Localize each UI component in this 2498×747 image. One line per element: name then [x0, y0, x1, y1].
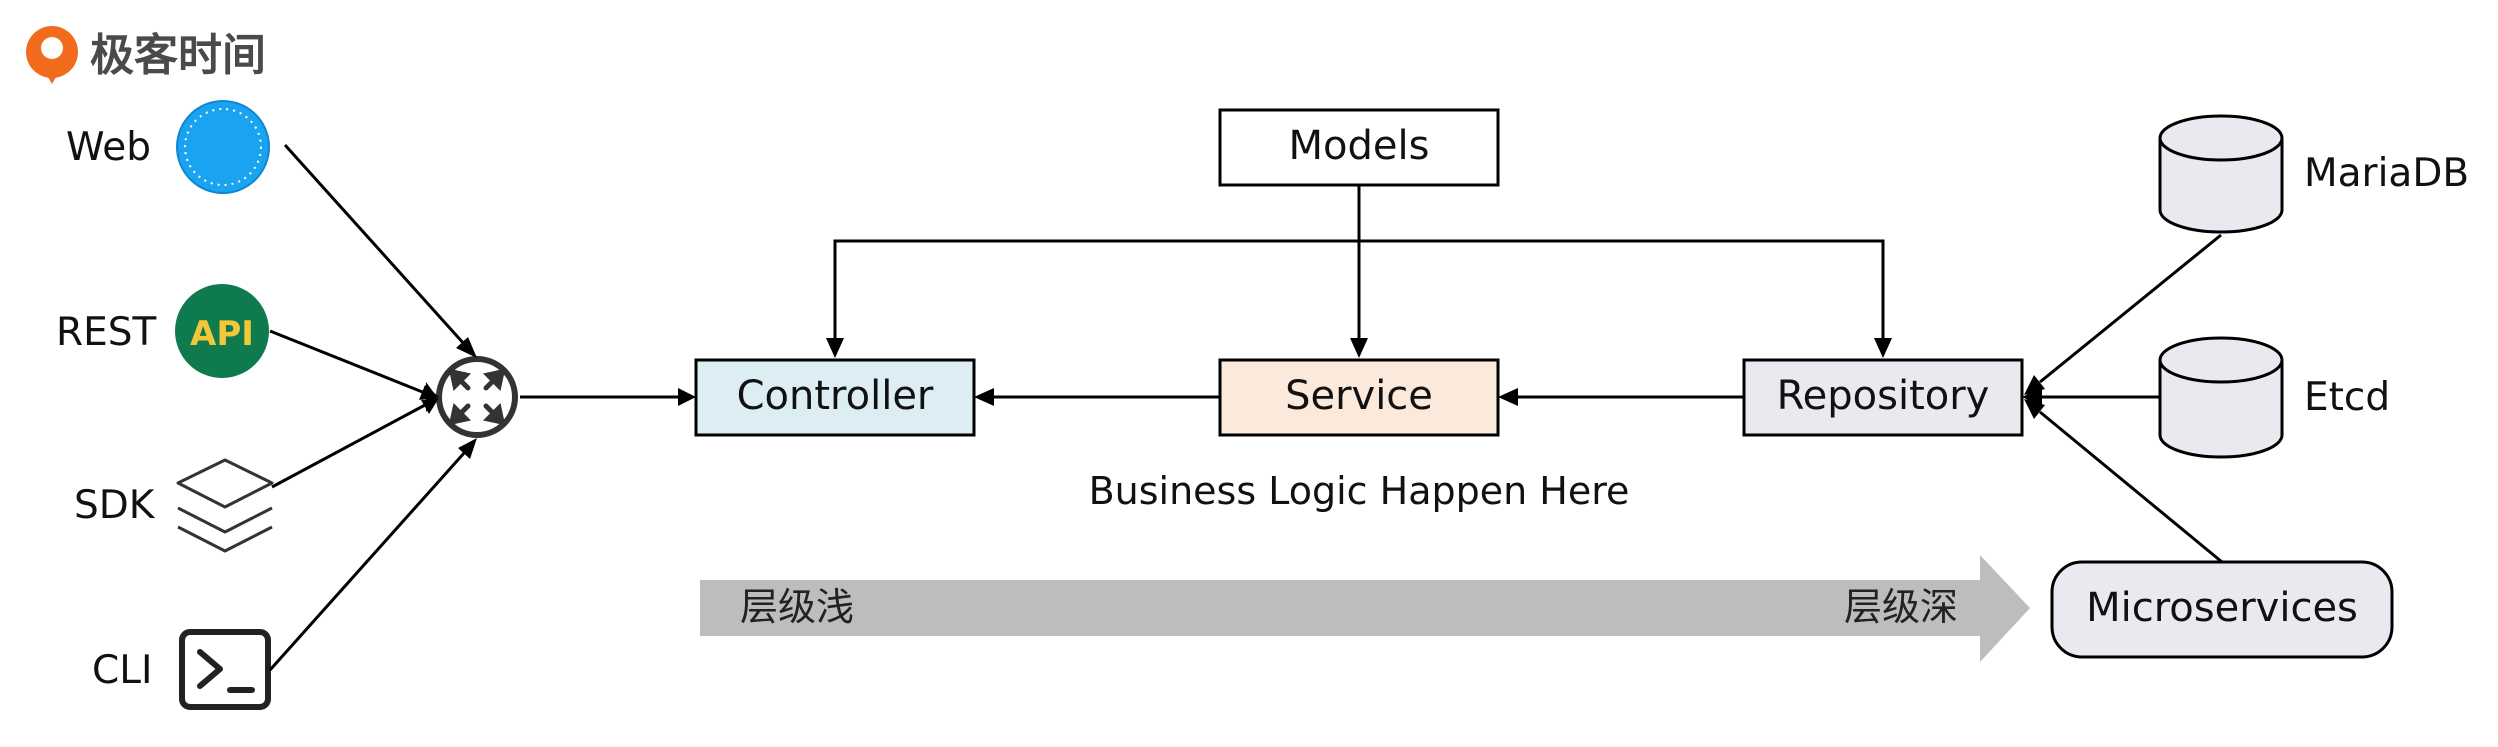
arrowhead-repository-service	[1498, 388, 1518, 406]
depth-arrow-right-label: 层级深	[1844, 585, 1958, 629]
controller-label: Controller	[737, 373, 934, 419]
models-node: Models	[1218, 108, 1500, 187]
client-label-web: Web	[66, 125, 151, 170]
caption: Business Logic Happen Here	[1089, 469, 1630, 513]
microservices-node: Microservices	[2050, 560, 2394, 659]
service-node: Service	[1218, 358, 1500, 437]
depth-arrow: 层级浅 层级深	[700, 555, 2030, 662]
logo-text: 极客时间	[90, 30, 266, 81]
arrowhead-web-router	[456, 337, 477, 358]
database-label-mariadb: MariaDB	[2304, 151, 2469, 196]
database-label-etcd: Etcd	[2304, 375, 2390, 420]
service-label: Service	[1285, 373, 1433, 419]
arrowhead-router-controller	[678, 388, 696, 406]
models-edges	[826, 185, 1892, 358]
repository-node: Repository	[1742, 358, 2024, 437]
repository-label: Repository	[1777, 373, 1990, 419]
client-label-sdk: SDK	[74, 483, 156, 528]
arrowhead-models-repository	[1874, 338, 1892, 358]
database-icon	[2158, 336, 2284, 459]
edge-sdk-router	[271, 403, 426, 489]
api-badge-icon: API	[175, 284, 269, 378]
client-label-rest: REST	[56, 310, 156, 355]
edge-rest-router	[269, 329, 426, 395]
router-arrows-icon	[436, 356, 518, 438]
database-etcd: Etcd	[2158, 336, 2390, 459]
arrowhead-models-controller	[826, 338, 844, 358]
microservices-label: Microservices	[2086, 585, 2358, 631]
client-label-cli: CLI	[92, 648, 152, 693]
arrowhead-cli-router	[458, 438, 477, 459]
api-badge-text: API	[190, 314, 254, 354]
edge-mariadb-repository	[2039, 233, 2222, 384]
arrowhead-models-service	[1350, 338, 1368, 358]
terminal-icon	[179, 629, 271, 710]
logo: 极客时间	[26, 26, 266, 84]
edge-web-router	[283, 143, 467, 347]
edge-cli-router	[268, 450, 467, 672]
models-label: Models	[1289, 123, 1430, 169]
edge-microservices-repository	[2039, 410, 2223, 564]
controller-node: Controller	[694, 358, 976, 437]
client-edges	[268, 143, 477, 672]
database-mariadb: MariaDB	[2158, 114, 2469, 234]
compass-icon	[176, 100, 270, 194]
arrowhead-service-controller	[974, 388, 994, 406]
layers-icon	[176, 458, 274, 553]
router-input-joint	[426, 382, 437, 412]
logo-icon	[26, 26, 78, 84]
datasource-edges	[2022, 233, 2223, 564]
depth-arrow-left-label: 层级浅	[740, 585, 854, 629]
repository-input-joint	[2024, 382, 2040, 412]
database-icon	[2158, 114, 2284, 234]
